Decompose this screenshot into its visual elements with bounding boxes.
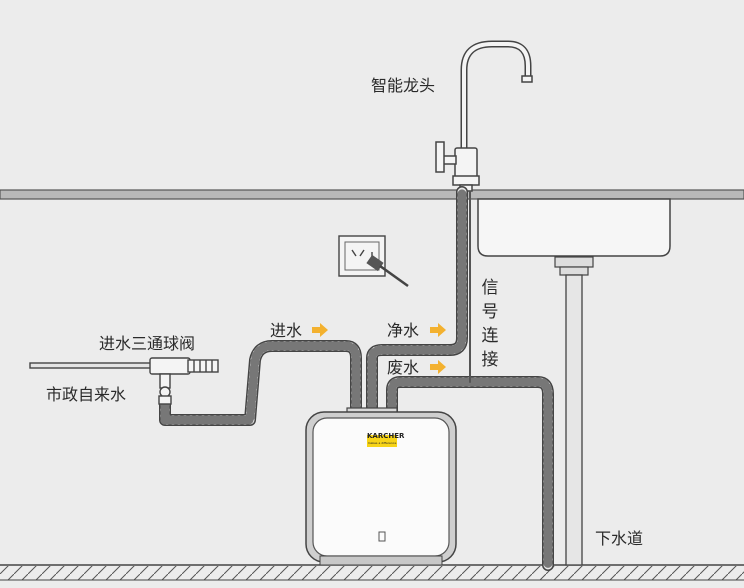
brand-logo: KARCHER makes a difference bbox=[367, 432, 405, 445]
smart-faucet bbox=[435, 40, 533, 192]
brand-name: KARCHER bbox=[367, 432, 405, 440]
arrow-waste-water bbox=[430, 360, 446, 374]
label-inlet-valve: 进水三通球阀 bbox=[99, 334, 196, 353]
label-waste-water: 废水 bbox=[387, 358, 420, 377]
hoses bbox=[159, 186, 554, 571]
inlet-valve bbox=[29, 357, 219, 405]
power-socket bbox=[338, 235, 409, 288]
label-water-in: 进水 bbox=[270, 321, 303, 340]
label-signal: 信号连接 bbox=[481, 278, 499, 370]
countertop bbox=[0, 189, 744, 200]
floor bbox=[0, 564, 744, 581]
brand-sub: makes a difference bbox=[367, 441, 397, 445]
label-faucet: 智能龙头 bbox=[371, 76, 436, 95]
arrow-water-in bbox=[312, 323, 328, 337]
label-drain: 下水道 bbox=[595, 529, 644, 548]
flow-arrows bbox=[312, 323, 446, 374]
label-pure-water: 净水 bbox=[387, 321, 420, 340]
sink bbox=[477, 198, 671, 276]
label-tap-water: 市政自来水 bbox=[46, 385, 127, 404]
water-purifier bbox=[305, 407, 457, 566]
arrow-pure-water bbox=[430, 323, 446, 337]
drain-pipe bbox=[565, 274, 583, 566]
